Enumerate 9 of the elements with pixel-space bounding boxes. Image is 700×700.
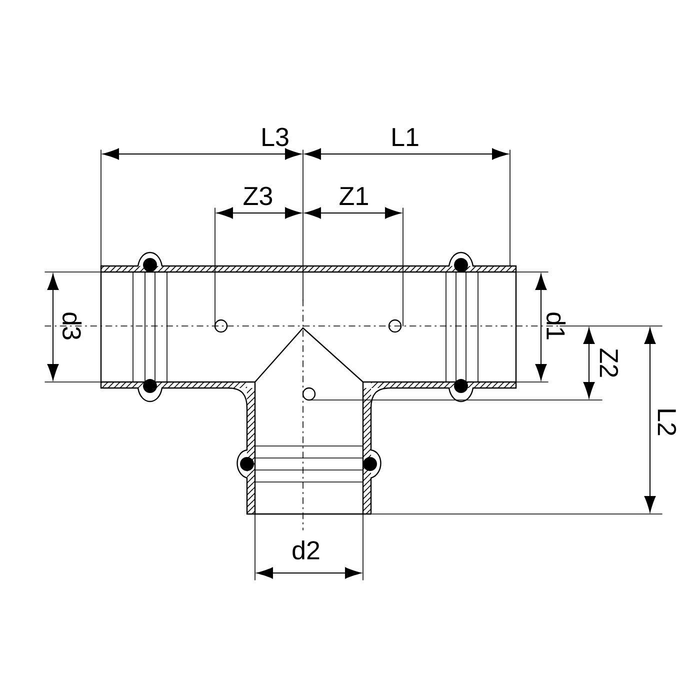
dimension-label: L3 <box>262 128 288 146</box>
dimension-label: Z2 <box>600 348 618 377</box>
dimension-label: L1 <box>392 128 418 146</box>
dimension-label: Z3 <box>244 186 272 206</box>
dimension-label: d1 <box>546 312 566 340</box>
dimension-label: d3 <box>62 312 82 340</box>
dimension-label: d2 <box>292 540 320 560</box>
dimension-label: Z1 <box>340 187 368 205</box>
dimension-label: L2 <box>658 410 676 436</box>
